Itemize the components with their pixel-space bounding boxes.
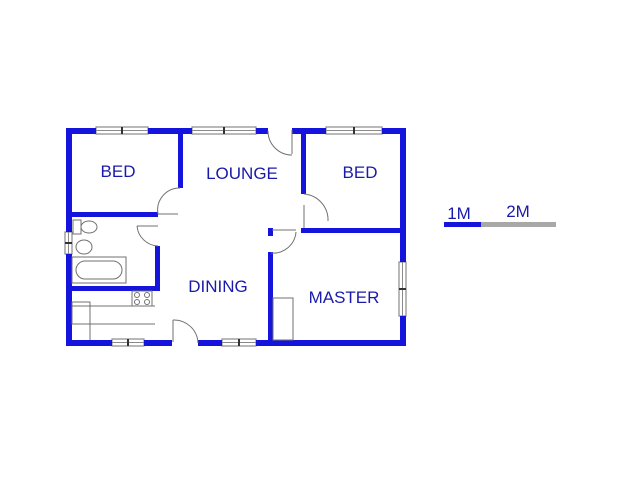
windows bbox=[64, 126, 407, 347]
wall-top-5 bbox=[382, 128, 406, 134]
door-arc-bedleft bbox=[157, 187, 181, 215]
door-arc-bedright bbox=[303, 193, 329, 222]
scale-bar-first-meter bbox=[444, 222, 481, 227]
wall-bedleft-lounge bbox=[178, 128, 183, 188]
wall-top-2 bbox=[148, 128, 192, 134]
scale-bar: 1M 2M bbox=[444, 202, 556, 227]
wall-left-2 bbox=[66, 254, 72, 346]
wall-bedleft-bottom bbox=[66, 212, 158, 217]
scale-bar-second-meter bbox=[481, 222, 556, 227]
room-labels: BED LOUNGE BED DINING MASTER bbox=[101, 162, 380, 307]
room-label-master: MASTER bbox=[309, 288, 380, 307]
wall-bottom-1 bbox=[66, 340, 112, 346]
wall-master-left-2 bbox=[268, 252, 273, 346]
stove-burner-1 bbox=[134, 292, 140, 298]
wall-bottom-2 bbox=[144, 340, 172, 346]
wall-top-4 bbox=[292, 128, 326, 134]
stove bbox=[131, 290, 153, 307]
room-label-lounge: LOUNGE bbox=[206, 164, 278, 183]
door-arc-master bbox=[270, 231, 297, 254]
stove-burner-2 bbox=[144, 292, 150, 298]
wall-bath-right bbox=[155, 246, 160, 288]
door-arc-entrance-bottom bbox=[172, 319, 199, 344]
master-cupboard bbox=[272, 297, 294, 341]
bathtub-outer bbox=[71, 256, 127, 284]
room-label-bed-left: BED bbox=[101, 162, 136, 181]
toilet-bowl bbox=[80, 220, 98, 234]
wall-bath-bottom bbox=[66, 286, 160, 291]
bathtub-inner bbox=[75, 260, 123, 280]
walls bbox=[66, 128, 406, 346]
scale-label-2m: 2M bbox=[506, 202, 530, 221]
doors bbox=[136, 130, 329, 344]
wall-right-1 bbox=[400, 128, 406, 262]
door-arc-entrance-top bbox=[267, 130, 293, 156]
room-label-dining: DINING bbox=[188, 277, 248, 296]
wall-bottom-3 bbox=[198, 340, 222, 346]
toilet-cistern bbox=[72, 219, 82, 235]
fixtures bbox=[71, 219, 294, 341]
door-arc-bath bbox=[136, 225, 159, 247]
bath-basin bbox=[75, 239, 93, 255]
scale-label-1m: 1M bbox=[447, 204, 471, 223]
wall-bedright-bottom bbox=[301, 228, 406, 233]
wall-lounge-bedright bbox=[301, 128, 306, 194]
stove-burner-4 bbox=[144, 299, 150, 305]
wall-top-1 bbox=[66, 128, 96, 134]
wall-top-3 bbox=[256, 128, 268, 134]
wall-left-1 bbox=[66, 128, 72, 232]
wall-bottom-4 bbox=[256, 340, 406, 346]
stove-burner-3 bbox=[134, 299, 140, 305]
wall-master-left bbox=[268, 228, 273, 236]
room-label-bed-right: BED bbox=[343, 163, 378, 182]
wall-right-2 bbox=[400, 316, 406, 346]
kitchen-sink bbox=[71, 301, 91, 325]
